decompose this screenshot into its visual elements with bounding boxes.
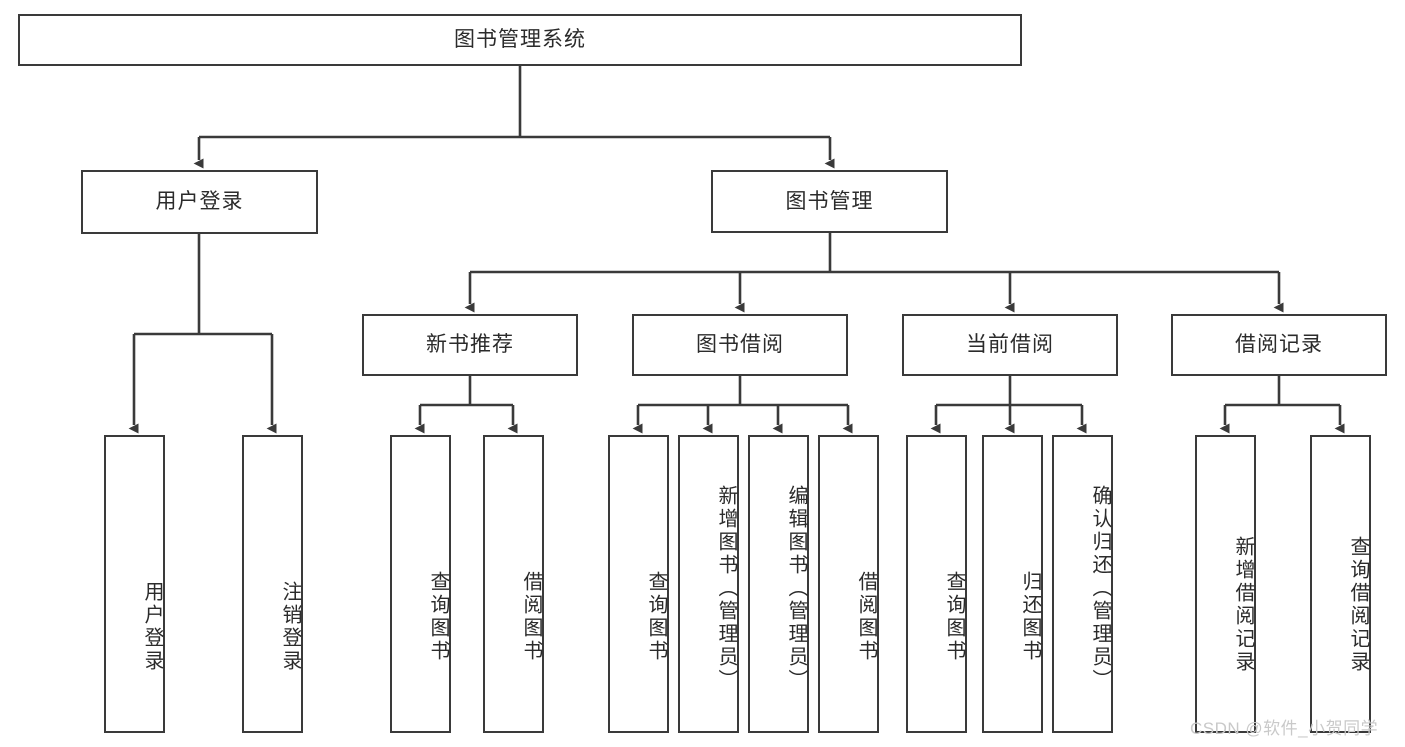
node-label: 借阅图书 bbox=[520, 571, 542, 663]
node-label: 注销登录 bbox=[279, 581, 301, 673]
leaf-new-book-borrow[interactable]: 借阅图书 bbox=[483, 435, 544, 733]
node-label: 新书推荐 bbox=[426, 333, 514, 357]
node-label: 新增借阅记录 bbox=[1232, 536, 1254, 674]
node-label: 借阅图书 bbox=[855, 571, 877, 663]
node-user-login[interactable]: 用户登录 bbox=[81, 170, 318, 234]
node-label: 新增图书（管理员） bbox=[715, 484, 737, 692]
node-book-management[interactable]: 图书管理 bbox=[711, 170, 948, 233]
leaf-borrow-record-add[interactable]: 新增借阅记录 bbox=[1195, 435, 1256, 733]
node-book-borrow[interactable]: 图书借阅 bbox=[632, 314, 848, 376]
leaf-book-borrow-add[interactable]: 新增图书（管理员） bbox=[678, 435, 739, 733]
node-label: 查询图书 bbox=[943, 571, 965, 663]
node-label: 借阅记录 bbox=[1235, 333, 1323, 357]
leaf-borrow-record-query[interactable]: 查询借阅记录 bbox=[1310, 435, 1371, 733]
leaf-current-borrow-query[interactable]: 查询图书 bbox=[906, 435, 967, 733]
csdn-watermark: CSDN @软件_小贺同学 bbox=[1190, 714, 1378, 739]
node-label: 编辑图书（管理员） bbox=[785, 484, 807, 692]
node-label: 用户登录 bbox=[155, 190, 244, 214]
node-label: 图书管理 bbox=[785, 189, 874, 213]
leaf-book-borrow-edit[interactable]: 编辑图书（管理员） bbox=[748, 435, 809, 733]
node-label: 查询借阅记录 bbox=[1347, 536, 1369, 674]
node-current-borrow[interactable]: 当前借阅 bbox=[902, 314, 1118, 376]
leaf-current-borrow-confirm-return[interactable]: 确认归还（管理员） bbox=[1052, 435, 1113, 733]
node-label: 当前借阅 bbox=[966, 333, 1054, 357]
node-label: 查询图书 bbox=[645, 571, 667, 663]
node-borrow-record[interactable]: 借阅记录 bbox=[1171, 314, 1387, 376]
node-root-book-management-system[interactable]: 图书管理系统 bbox=[18, 14, 1022, 66]
leaf-current-borrow-return[interactable]: 归还图书 bbox=[982, 435, 1043, 733]
leaf-new-book-query[interactable]: 查询图书 bbox=[390, 435, 451, 733]
watermark-text: CSDN @软件_小贺同学 bbox=[1190, 719, 1379, 738]
leaf-book-borrow-query[interactable]: 查询图书 bbox=[608, 435, 669, 733]
leaf-book-borrow-borrow[interactable]: 借阅图书 bbox=[818, 435, 879, 733]
node-label: 用户登录 bbox=[141, 581, 163, 673]
node-label: 归还图书 bbox=[1019, 571, 1041, 663]
node-label: 图书管理系统 bbox=[454, 28, 586, 52]
node-label: 查询图书 bbox=[427, 571, 449, 663]
node-new-book-recommend[interactable]: 新书推荐 bbox=[362, 314, 578, 376]
leaf-user-login-logout[interactable]: 注销登录 bbox=[242, 435, 303, 733]
leaf-user-login-login[interactable]: 用户登录 bbox=[104, 435, 165, 733]
node-label: 图书借阅 bbox=[696, 333, 784, 357]
node-label: 确认归还（管理员） bbox=[1089, 484, 1111, 692]
